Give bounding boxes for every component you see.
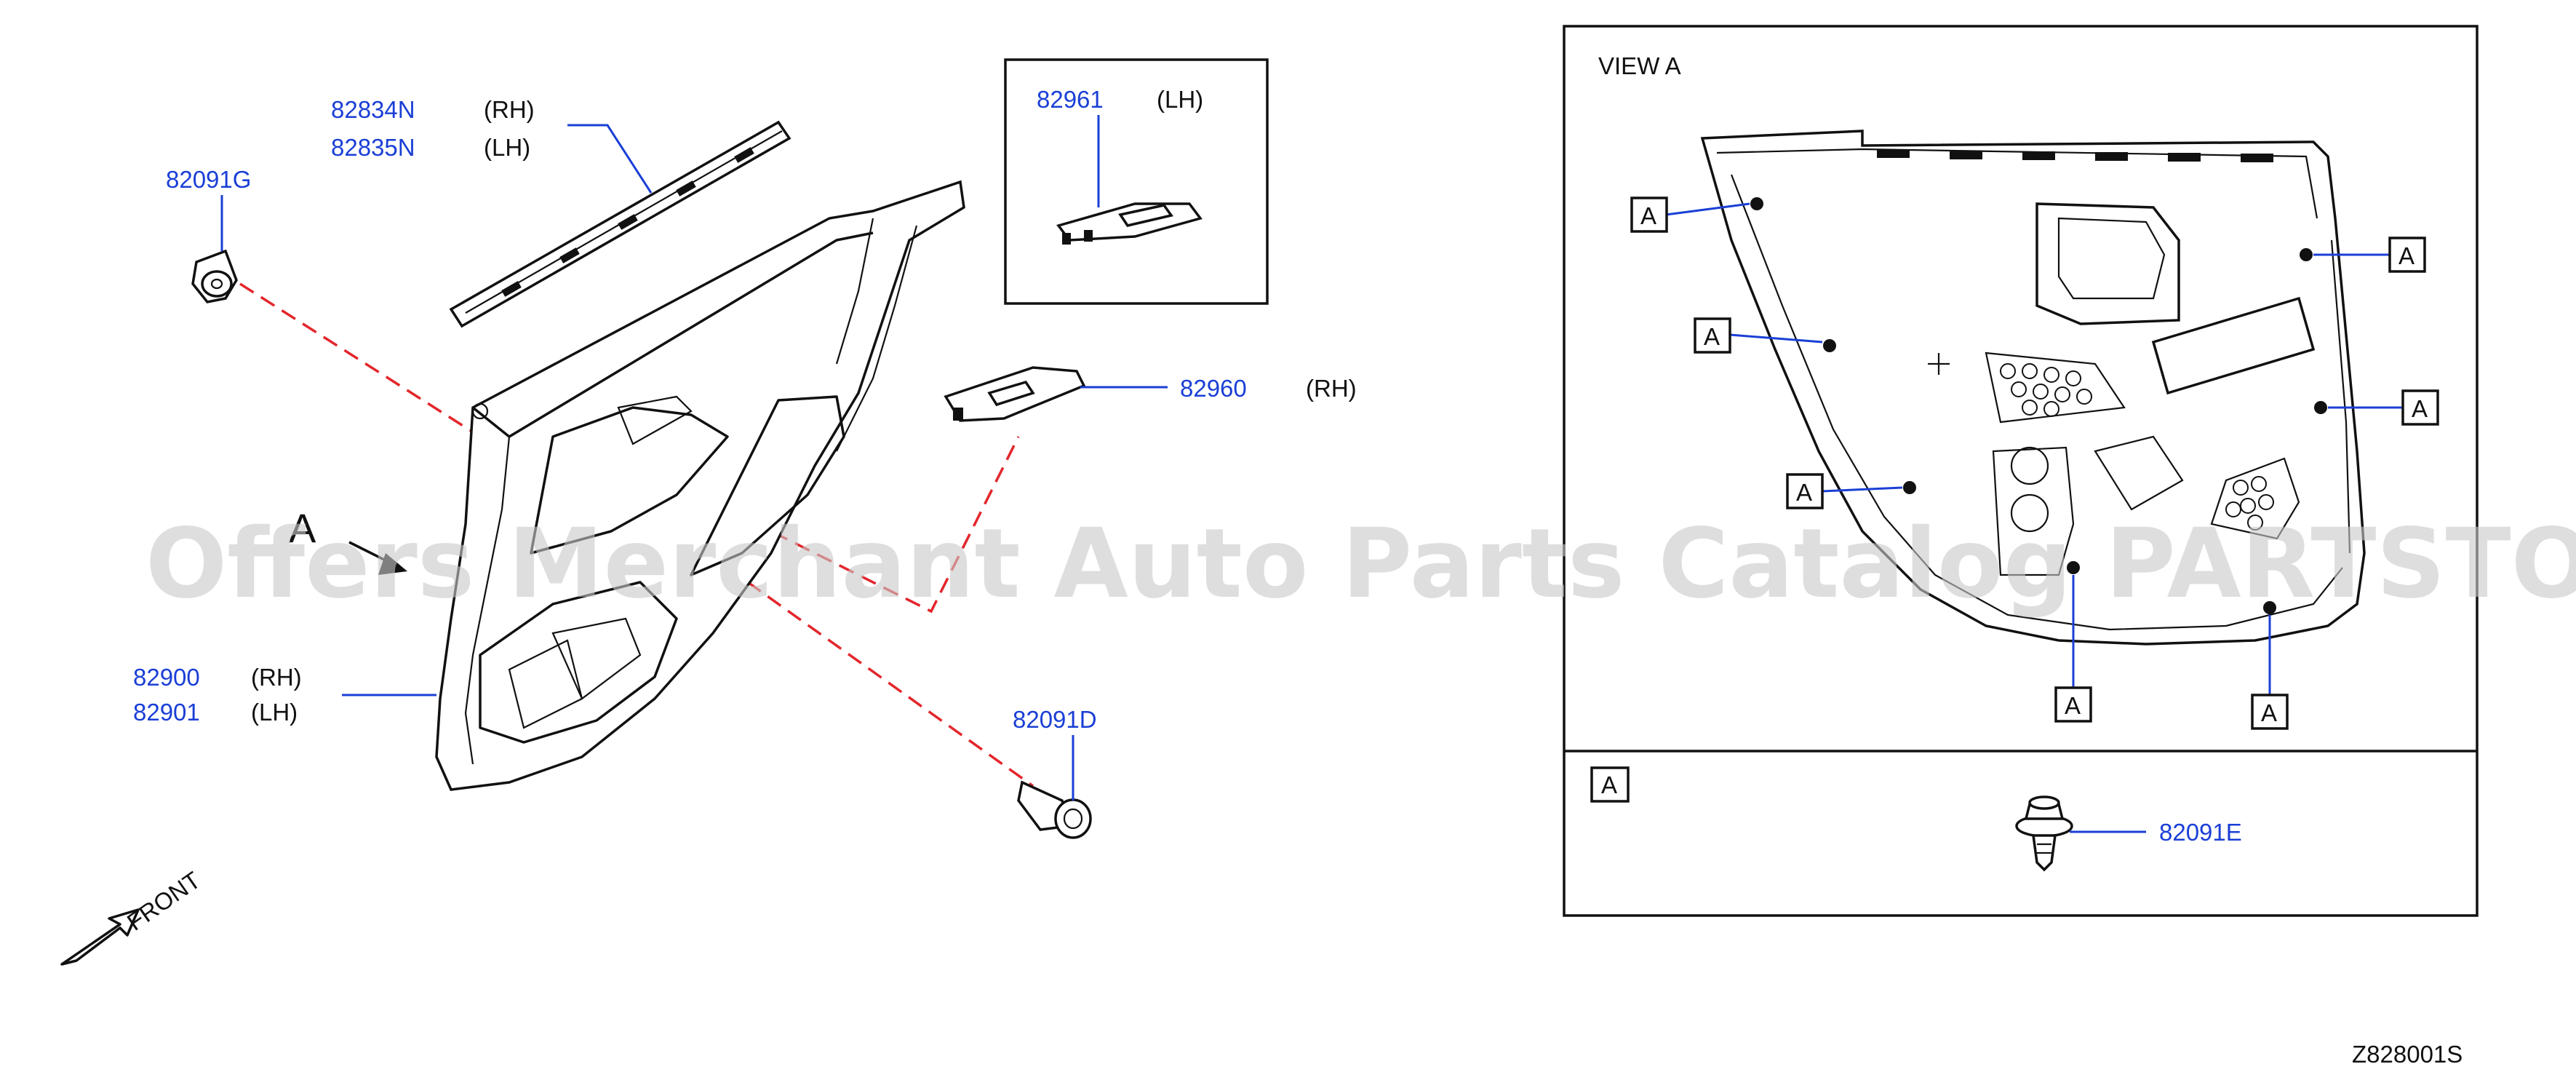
label-lh-82901: (LH)	[251, 699, 298, 726]
label-rh-82960: (RH)	[1306, 375, 1357, 402]
label-rh-82900: (RH)	[251, 664, 302, 691]
label-82901: 82901	[133, 699, 200, 726]
switch-bezel-82960	[944, 366, 1086, 422]
door-finisher-strip	[449, 120, 791, 328]
diagram-code: Z828001S	[2352, 1041, 2463, 1068]
callout-a-6: A	[2065, 692, 2081, 719]
callout-a-2: A	[2398, 242, 2414, 269]
label-82835N: 82835N	[331, 134, 415, 161]
inset-box-82961	[1004, 58, 1269, 305]
label-82834N: 82834N	[331, 96, 415, 123]
label-82900: 82900	[133, 664, 200, 691]
label-82091G: 82091G	[166, 166, 251, 193]
callout-a-5: A	[1796, 479, 1812, 506]
clip-82091G	[191, 249, 238, 303]
watermark: Offers Merchant Auto Parts Catalog PARTS…	[145, 508, 2576, 620]
door-inner-panel	[1700, 130, 2366, 646]
label-rh-82834N: (RH)	[484, 96, 535, 123]
callout-a-7: A	[2261, 699, 2277, 726]
front-arrow-icon	[60, 908, 140, 966]
callout-a-4: A	[2412, 395, 2428, 422]
clip-82091E	[2015, 795, 2073, 872]
clip-82091D	[1017, 780, 1092, 839]
callout-a-3: A	[1704, 323, 1720, 350]
legend-callout-a: A	[1601, 771, 1617, 798]
legend-callout-box	[1590, 766, 1630, 803]
front-label: FRONT	[122, 866, 205, 935]
label-82091E: 82091E	[2159, 819, 2242, 846]
door-trim-panel	[435, 180, 965, 791]
label-lh-82961: (LH)	[1157, 86, 1203, 113]
label-82091D: 82091D	[1013, 706, 1097, 733]
leader-lines	[220, 115, 1168, 801]
view-a-marker: A	[289, 505, 316, 551]
label-lh-82835N: (LH)	[484, 134, 530, 161]
view-a-title: VIEW A	[1598, 52, 1681, 79]
view-a-callouts	[1630, 196, 2439, 730]
label-82960: 82960	[1180, 375, 1247, 402]
view-arrow	[348, 541, 407, 575]
label-82961: 82961	[1037, 86, 1104, 113]
callout-a-1: A	[1640, 202, 1656, 229]
